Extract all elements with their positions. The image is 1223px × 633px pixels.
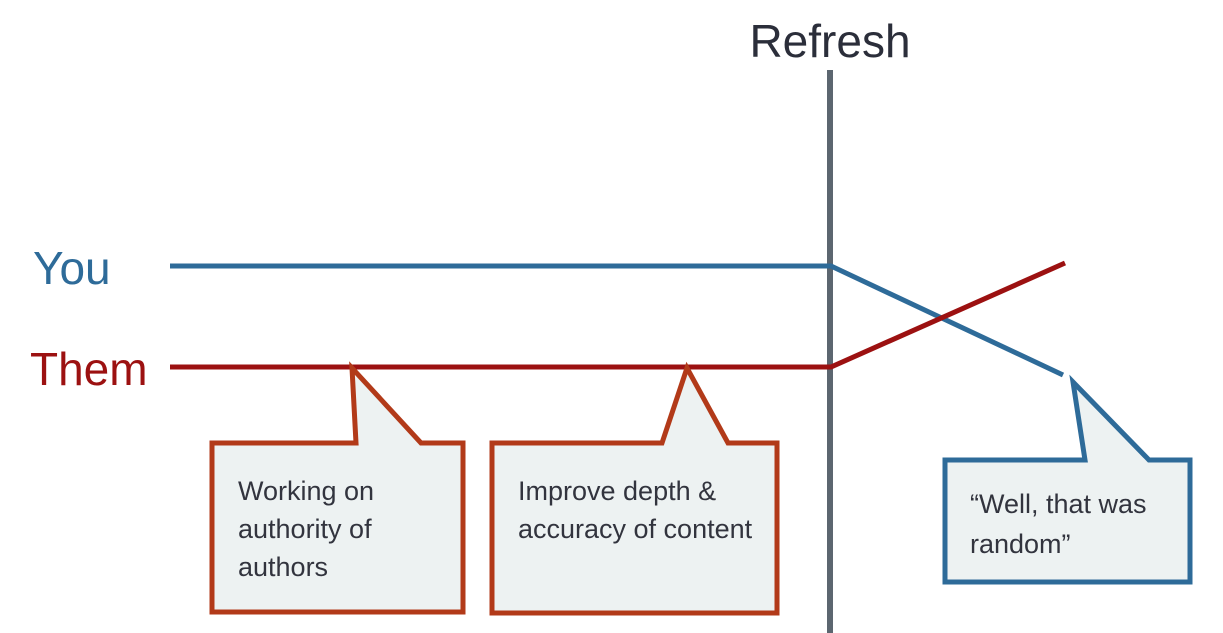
page-title: Refresh [749, 15, 911, 67]
you-series-line [170, 263, 1065, 378]
callout-authority-text: Working on authority of authors [238, 476, 375, 582]
callout-content-bubble [489, 361, 780, 616]
series-label-you: You [33, 242, 111, 294]
series-label-them: Them [30, 343, 148, 395]
callout-reaction-bubble [942, 374, 1193, 585]
callout-content-text: Improve depth & accuracy of content [518, 476, 753, 544]
callout-reaction-text: “Well, that was random” [970, 489, 1147, 559]
callout-authority-bubble [209, 361, 466, 615]
them-series-line [170, 260, 1067, 370]
